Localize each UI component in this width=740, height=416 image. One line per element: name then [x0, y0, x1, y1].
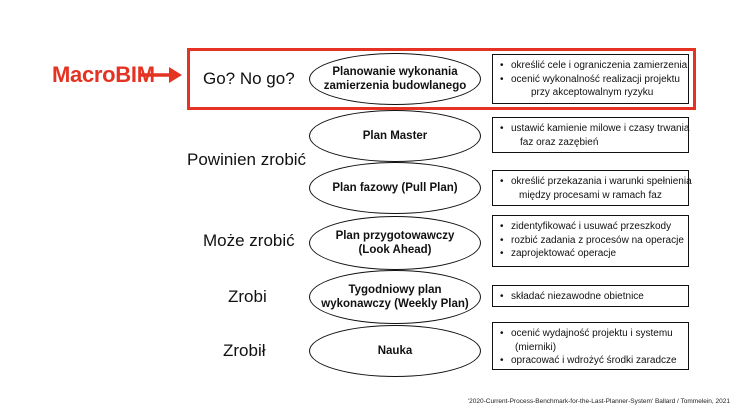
ellipse-line: Plan fazowy (Pull Plan) [332, 181, 458, 194]
box-nauka: ocenić wydajność projektu i systemu(mier… [492, 322, 689, 370]
bullet-item: składać niezawodne obietnice [499, 290, 682, 304]
bullet-item: zidentyfikować i usuwać przeszkody [499, 220, 682, 234]
left-label-powinien-zrobic: Powinien zrobić [187, 150, 307, 169]
ellipse-line: wykonawczy (Weekly Plan) [321, 298, 469, 310]
bullet-item: określić cele i ograniczenia zamierzenia [499, 59, 687, 73]
ellipse-plan-przygotowawczy: Plan przygotowawczy (Look Ahead) [309, 216, 481, 270]
ellipse-plan-master: Plan Master [309, 110, 481, 162]
ellipse-line: Plan przygotowawczy [335, 229, 455, 242]
box-plan-master: ustawić kamienie milowe i czasy trwaniaf… [492, 117, 689, 153]
source-citation: '2020-Current-Process-Benchmark-for-the-… [467, 398, 730, 405]
bullet-item: określić przekazania i warunki spełnieni… [499, 175, 692, 202]
bullet-item: zaprojektować operacje [499, 247, 682, 261]
macrobim-highlight-frame [187, 48, 696, 110]
bullet-item: ocenić wykonalność realizacji projektupr… [499, 73, 682, 100]
macrobim-label: MacroBIM [52, 62, 155, 87]
right-arrow-icon [141, 67, 182, 83]
bullet-item: opracować i wdrożyć środki zaradcze [499, 354, 682, 368]
ellipse-line: zamierzenia budowlanego [323, 80, 467, 92]
box-tygodniowy-plan: składać niezawodne obietnice [492, 285, 689, 307]
ellipse-nauka: Nauka [309, 325, 481, 377]
ellipse-line: Plan Master [362, 129, 428, 142]
left-label-zrobi: Zrobi [228, 287, 267, 306]
ellipse-line: Planowanie wykonania [332, 65, 458, 78]
ellipse-planowanie: Planowanie wykonania zamierzenia budowla… [309, 53, 481, 105]
ellipse-plan-fazowy: Plan fazowy (Pull Plan) [309, 162, 481, 214]
left-label-go-no-go: Go? No go? [203, 69, 295, 88]
ellipse-line: (Look Ahead) [358, 244, 432, 256]
box-plan-fazowy: określić przekazania i warunki spełnieni… [492, 170, 692, 206]
ellipse-line: Nauka [377, 344, 413, 357]
left-label-zrobil: Zrobił [223, 341, 266, 360]
left-label-moze-zrobic: Może zrobić [203, 231, 295, 250]
bullet-item: ustawić kamienie milowe i czasy trwaniaf… [499, 122, 689, 149]
bullet-item: rozbić zadania z procesów na operacje [499, 234, 684, 248]
ellipse-tygodniowy-plan: Tygodniowy plan wykonawczy (Weekly Plan) [309, 270, 481, 324]
ellipse-line: Tygodniowy plan [348, 283, 442, 296]
bullet-item: ocenić wydajność projektu i systemu(mier… [499, 327, 682, 354]
box-plan-przygotowawczy: zidentyfikować i usuwać przeszkody rozbi… [492, 215, 689, 267]
box-planowanie: określić cele i ograniczenia zamierzenia… [492, 54, 689, 104]
